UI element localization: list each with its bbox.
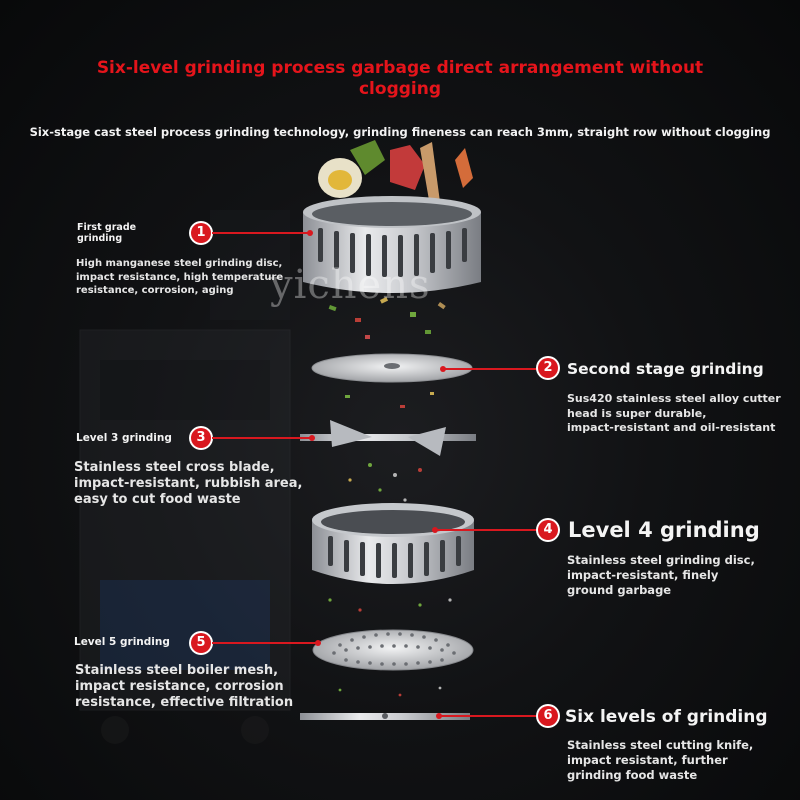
stage-5-description: Stainless steel boiler mesh, impact resi… [75, 663, 294, 710]
stage-1-pointer-dot [307, 230, 313, 236]
stage-6-pointer-line [440, 715, 538, 717]
page-title: Six-level grinding process garbage direc… [96, 58, 704, 99]
stage-2-badge: 2 [538, 358, 558, 378]
cross-blade-part [300, 420, 476, 456]
stage-4-description: Stainless steel grinding disc, impact-re… [567, 553, 755, 597]
page-subtitle: Six-stage cast steel process grinding te… [29, 125, 771, 139]
background-machine-illustration [79, 210, 291, 744]
stage-2-label: Second stage grinding [567, 360, 764, 378]
stage-6-description: Stainless steel cutting knife, impact re… [567, 738, 754, 782]
food-waste-icon [318, 140, 473, 206]
stage-6-label: Six levels of grinding [565, 707, 768, 727]
stage-4-pointer-line [436, 529, 538, 531]
stage-2-description: Sus420 stainless steel alloy cutter head… [567, 392, 781, 434]
stage-1-badge: 1 [191, 223, 211, 243]
grinding-ring-part [312, 503, 474, 584]
cutting-knife-part [300, 713, 470, 720]
stage-2-pointer-dot [440, 366, 446, 372]
stage-5-pointer-dot [315, 640, 321, 646]
stage-2-pointer-line [444, 368, 538, 370]
debris-particles [328, 297, 452, 697]
stage-3-label: Level 3 grinding [76, 432, 172, 444]
stage-1-label: First grade grinding [77, 222, 137, 244]
stage-6-pointer-dot [436, 713, 442, 719]
stage-3-description: Stainless steel cross blade, impact-resi… [74, 460, 303, 507]
grinding-cup-part [303, 196, 481, 293]
stage-5-pointer-line [212, 642, 316, 644]
stage-4-pointer-dot [432, 527, 438, 533]
stage-1-pointer-line [212, 232, 308, 234]
watermark-text: yichens [270, 262, 431, 308]
boiler-mesh-part [312, 629, 474, 671]
stage-3-badge: 3 [191, 428, 211, 448]
stage-6-badge: 6 [538, 706, 558, 726]
stage-5-label: Level 5 grinding [74, 636, 170, 648]
stage-5-badge: 5 [191, 633, 211, 653]
stage-4-label: Level 4 grinding [568, 518, 760, 542]
stage-1-description: High manganese steel grinding disc, impa… [76, 258, 284, 296]
cutter-disc-part [311, 353, 473, 383]
stage-3-pointer-line [212, 437, 310, 439]
stage-4-badge: 4 [538, 520, 558, 540]
stage-3-pointer-dot [309, 435, 315, 441]
